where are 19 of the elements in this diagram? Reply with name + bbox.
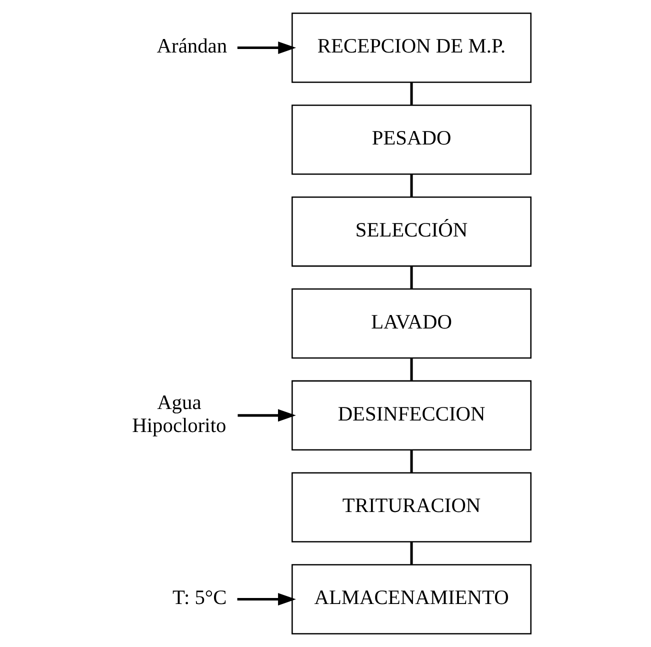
arrow	[236, 41, 296, 54]
node-box: PESADO	[291, 104, 532, 175]
connector	[410, 358, 412, 381]
connector	[410, 450, 412, 472]
node-box: LAVADO	[291, 288, 532, 359]
connector	[410, 174, 412, 197]
node-box: RECEPCION DE M.P.	[291, 12, 532, 83]
node-text: T: 5°C	[172, 587, 226, 610]
connector	[410, 266, 412, 289]
arrow	[237, 409, 296, 422]
connector	[410, 542, 412, 564]
connector	[410, 82, 412, 105]
node-text: Arándan	[156, 36, 227, 58]
node-box: DESINFECCION	[291, 380, 532, 451]
node-box: SELECCIÓN	[291, 196, 532, 267]
arrow	[236, 592, 296, 606]
node-box: TRITURACION	[291, 472, 532, 542]
node-text: Agua Hipoclorito	[132, 392, 226, 437]
node-box: ALMACENAMIENTO	[291, 564, 532, 634]
